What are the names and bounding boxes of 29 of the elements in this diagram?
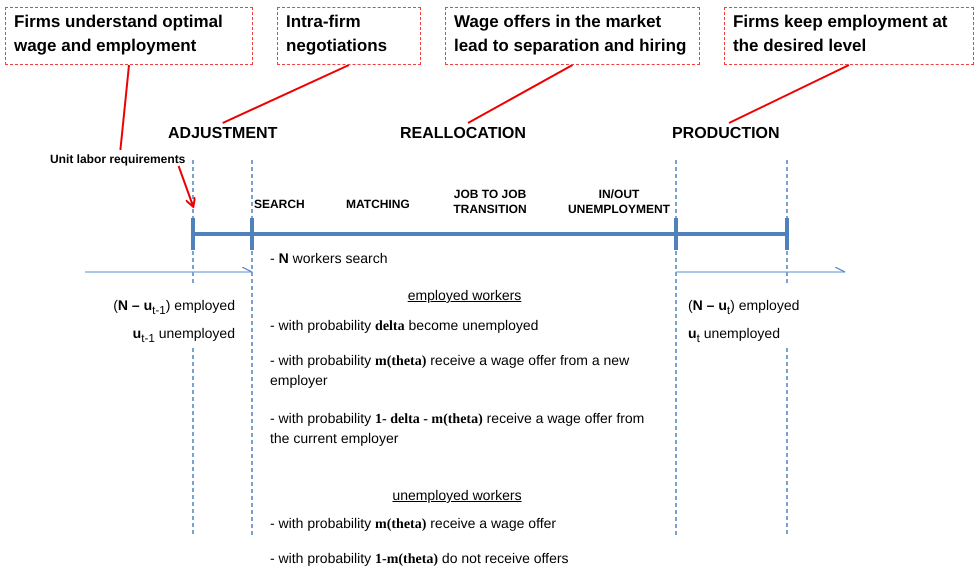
bullet-text: - N workers search [270, 249, 388, 268]
state-text: (N – u$_{t-1}$) employed [112, 296, 235, 319]
leader-line [119, 64, 130, 150]
step-label: IN/OUT UNEMPLOYMENT [567, 187, 671, 217]
callout-box: Wage offers in the market lead to separation and hiring [445, 7, 700, 65]
bullet-text: - with probability m(theta) receive a wage offer from a new employer [270, 351, 630, 390]
bullet-text: - with probability m(theta) receive a wage offer [270, 514, 558, 534]
bullet-text: - with probability 1- delta - m(theta) receive a wage offer from the current employer [270, 409, 646, 448]
section-heading: employed workers [406, 286, 522, 305]
state-text: (N – u$_{t}$) employed [688, 296, 800, 319]
leader-line [468, 64, 573, 124]
phase-heading: PRODUCTION [672, 125, 780, 143]
leader-line [728, 64, 850, 124]
phase-heading: REALLOCATION [400, 125, 526, 143]
callout-box: Firms keep employment at the desired level [724, 7, 974, 65]
annotation-text: Unit labor requirements [50, 152, 186, 166]
step-label: MATCHING [346, 197, 410, 212]
step-label: SEARCH [254, 197, 305, 212]
state-text: u$_{t-1}$ unemployed [132, 324, 235, 347]
arrow [178, 166, 196, 208]
bullet-text: - with probability delta become unemployed [270, 316, 540, 336]
callout-box: Firms understand optimal wage and employment [5, 7, 253, 65]
phase-heading: ADJUSTMENT [168, 125, 278, 143]
bullet-text: - with probability 1-m(theta) do not receive offers [270, 549, 570, 569]
step-label: JOB TO JOB TRANSITION [452, 187, 528, 217]
callout-box: Intra-firm negotiations [277, 7, 421, 65]
leader-line [222, 64, 350, 124]
state-text: u$_{t}$ unemployed [688, 324, 780, 347]
section-heading: unemployed workers [391, 486, 523, 505]
